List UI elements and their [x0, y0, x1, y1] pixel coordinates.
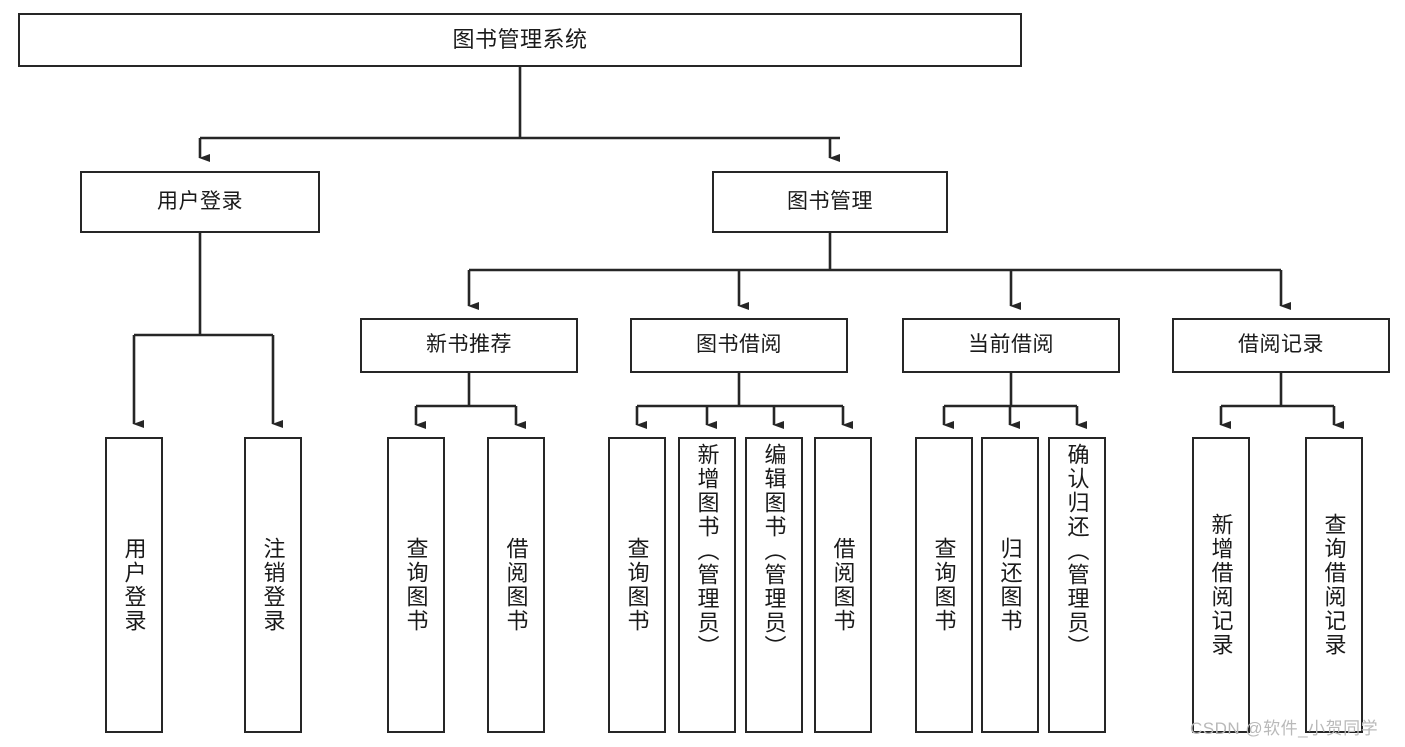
- node-leaf-query-book-3-label: 查询图书: [931, 537, 957, 633]
- node-leaf-query-book-1[interactable]: 查询图书: [387, 437, 445, 733]
- node-book-manage-label: 图书管理: [787, 189, 873, 213]
- node-leaf-borrow-book-1-label: 借阅图书: [503, 537, 529, 633]
- node-leaf-return-book[interactable]: 归还图书: [981, 437, 1039, 733]
- node-root-label: 图书管理系统: [452, 27, 588, 53]
- node-leaf-user-login[interactable]: 用户登录: [105, 437, 163, 733]
- node-leaf-borrow-book-2[interactable]: 借阅图书: [814, 437, 872, 733]
- node-borrow-record-label: 借阅记录: [1238, 333, 1324, 357]
- node-leaf-borrow-book-2-label: 借阅图书: [830, 537, 856, 633]
- node-leaf-add-borrow-record-label: 新增借阅记录: [1208, 513, 1234, 657]
- node-book-borrow-label: 图书借阅: [696, 333, 782, 357]
- node-leaf-confirm-return-admin[interactable]: 确认归还（管理员）: [1048, 437, 1106, 733]
- node-leaf-confirm-return-admin-label: 确认归还（管理员）: [1064, 443, 1090, 659]
- node-leaf-add-book-admin[interactable]: 新增图书（管理员）: [678, 437, 736, 733]
- node-leaf-add-borrow-record[interactable]: 新增借阅记录: [1192, 437, 1250, 733]
- node-user-login-label: 用户登录: [157, 189, 243, 213]
- node-current-borrow[interactable]: 当前借阅: [902, 318, 1120, 373]
- node-new-book-recommend-label: 新书推荐: [426, 333, 512, 357]
- node-leaf-logout-login[interactable]: 注销登录: [244, 437, 302, 733]
- node-leaf-add-book-admin-label: 新增图书（管理员）: [694, 443, 720, 659]
- node-borrow-record[interactable]: 借阅记录: [1172, 318, 1390, 373]
- node-new-book-recommend[interactable]: 新书推荐: [360, 318, 578, 373]
- node-leaf-borrow-book-1[interactable]: 借阅图书: [487, 437, 545, 733]
- node-book-borrow[interactable]: 图书借阅: [630, 318, 848, 373]
- node-user-login[interactable]: 用户登录: [80, 171, 320, 233]
- node-leaf-edit-book-admin[interactable]: 编辑图书（管理员）: [745, 437, 803, 733]
- node-leaf-query-borrow-record-label: 查询借阅记录: [1321, 513, 1347, 657]
- node-leaf-logout-login-label: 注销登录: [260, 537, 286, 633]
- node-current-borrow-label: 当前借阅: [968, 333, 1054, 357]
- node-leaf-query-book-1-label: 查询图书: [403, 537, 429, 633]
- node-leaf-user-login-label: 用户登录: [121, 537, 147, 633]
- node-root[interactable]: 图书管理系统: [18, 13, 1022, 67]
- node-leaf-query-book-3[interactable]: 查询图书: [915, 437, 973, 733]
- node-book-manage[interactable]: 图书管理: [712, 171, 948, 233]
- node-leaf-edit-book-admin-label: 编辑图书（管理员）: [761, 443, 787, 659]
- node-leaf-query-borrow-record[interactable]: 查询借阅记录: [1305, 437, 1363, 733]
- node-leaf-query-book-2[interactable]: 查询图书: [608, 437, 666, 733]
- node-leaf-return-book-label: 归还图书: [997, 537, 1023, 633]
- node-leaf-query-book-2-label: 查询图书: [624, 537, 650, 633]
